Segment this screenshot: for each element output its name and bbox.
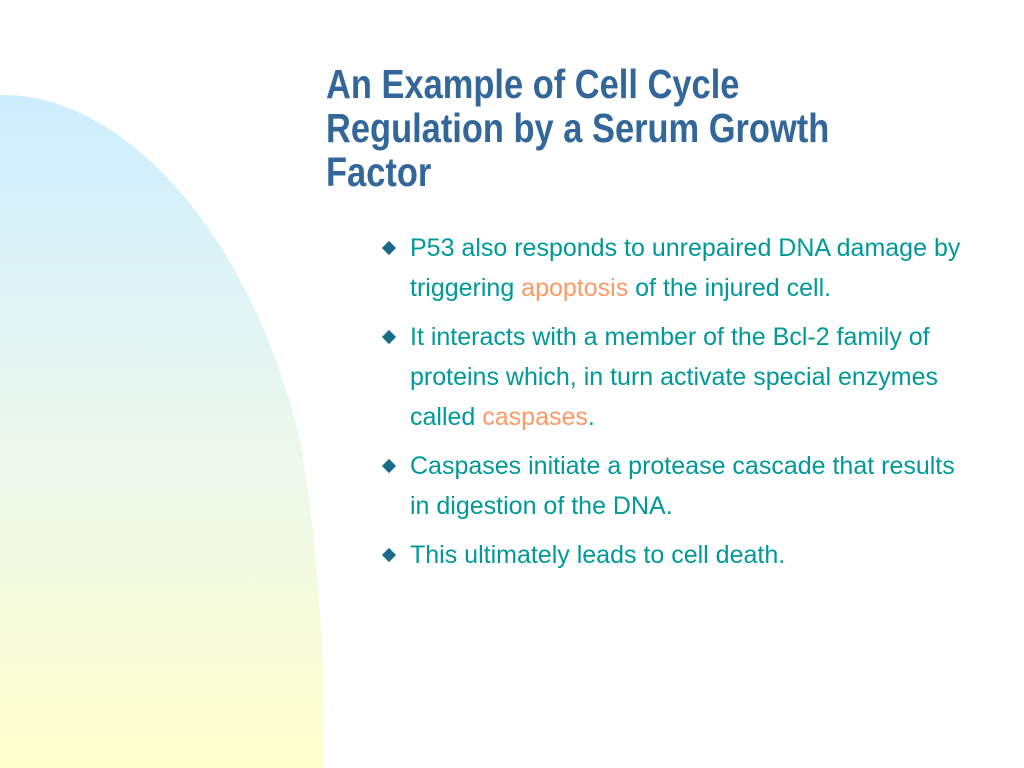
diamond-bullet-icon: [381, 240, 397, 256]
slide-title: An Example of Cell Cycle Regulation by a…: [326, 62, 880, 194]
diamond-bullet-icon: [381, 458, 397, 474]
decorative-gradient-shape: [0, 94, 325, 768]
bullet-text-segment: .: [587, 403, 595, 431]
highlighted-term-apoptosis: apoptosis: [521, 274, 629, 302]
slide-title-line: Regulation by a Serum Growth: [326, 105, 830, 151]
bullet-text: P53 also responds to unrepaired DNA dama…: [410, 228, 980, 308]
diamond-bullet-icon: [381, 547, 397, 563]
bullet-text-segment: It interacts with a member of the Bcl-2 …: [410, 323, 939, 431]
bullet-item: Caspases initiate a protease cascade tha…: [380, 446, 980, 526]
bullet-list: P53 also responds to unrepaired DNA dama…: [380, 228, 980, 584]
bullet-text-segment: This ultimately leads to cell death.: [410, 541, 786, 569]
bullet-text-segment: P53 also responds to unrepaired DNA dama…: [410, 234, 961, 302]
bullet-item: It interacts with a member of the Bcl-2 …: [380, 317, 980, 437]
bullet-item: This ultimately leads to cell death.: [380, 535, 980, 575]
bullet-item: P53 also responds to unrepaired DNA dama…: [380, 228, 980, 308]
diamond-bullet-icon: [381, 329, 397, 345]
bullet-text: Caspases initiate a protease cascade tha…: [410, 446, 980, 526]
bullet-text-segment: of the injured cell.: [628, 274, 832, 302]
highlighted-term-caspases: caspases: [482, 403, 588, 431]
bullet-text-segment: Caspases initiate a protease cascade tha…: [410, 452, 955, 520]
bullet-text: This ultimately leads to cell death.: [410, 535, 785, 575]
bullet-text: It interacts with a member of the Bcl-2 …: [410, 317, 980, 437]
slide-title-line: Factor: [326, 149, 432, 195]
slide-title-line: An Example of Cell Cycle: [326, 61, 740, 107]
